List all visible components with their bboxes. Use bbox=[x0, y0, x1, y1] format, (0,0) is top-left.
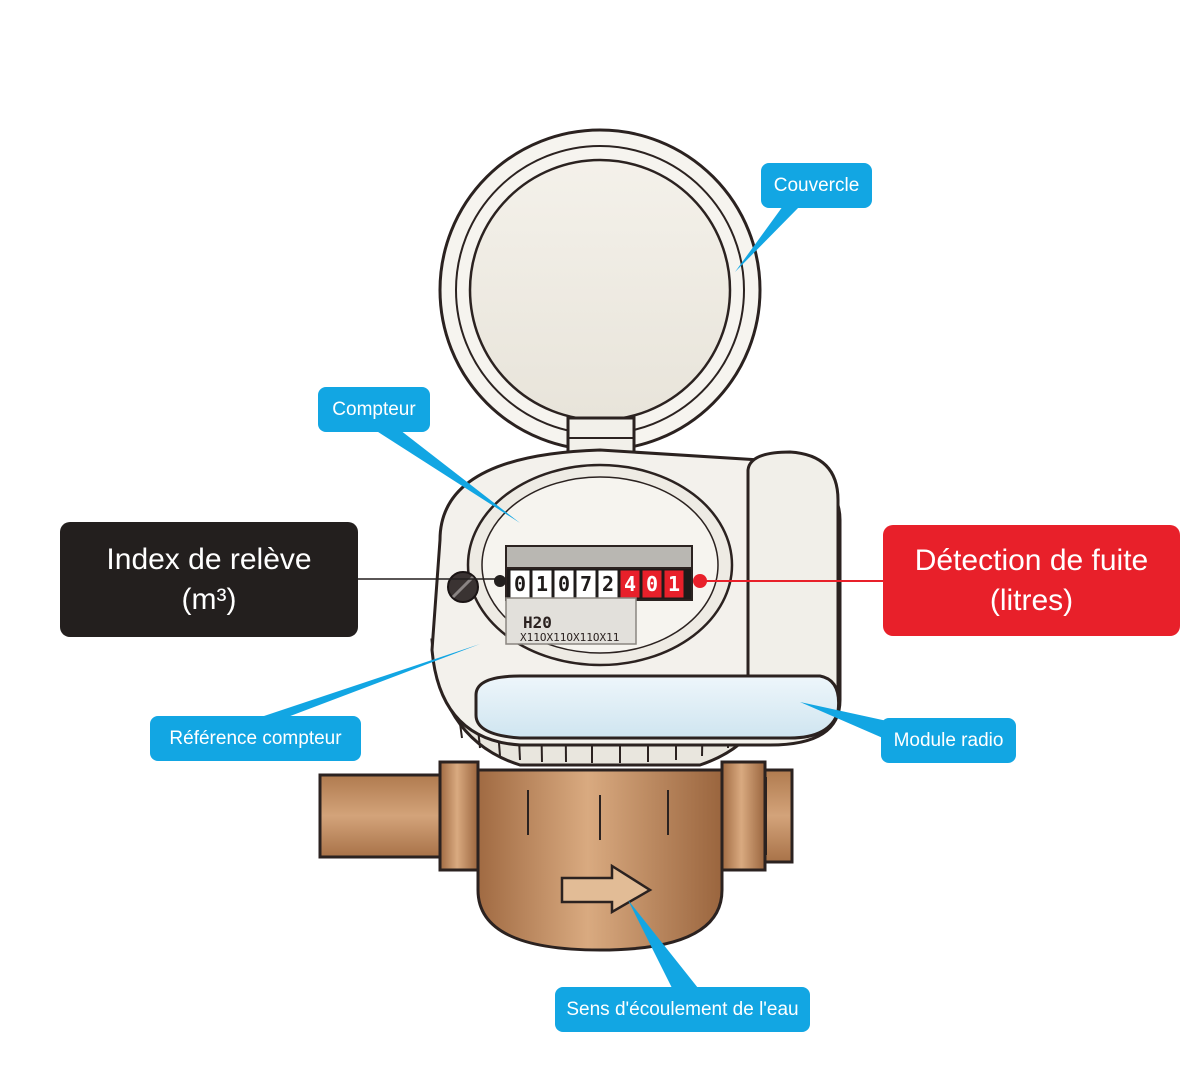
fuite-line2: (litres) bbox=[989, 583, 1074, 617]
label-couvercle: Couvercle bbox=[761, 163, 872, 208]
connector-lines bbox=[358, 574, 884, 588]
leader-sens bbox=[628, 900, 698, 988]
digit-value: 1 bbox=[536, 572, 548, 596]
label-reference-compteur: Référence compteur bbox=[150, 716, 361, 761]
fuite-line1: Détection de fuite bbox=[914, 543, 1149, 577]
leader-couvercle bbox=[735, 206, 800, 272]
index-line2: (m³) bbox=[181, 582, 237, 616]
callout-leaders bbox=[258, 206, 892, 988]
index-de-releve-box: Index de relève (m³) bbox=[60, 522, 358, 637]
meter-serial: X11OX11OX11OX11 bbox=[520, 631, 619, 644]
label-module-radio: Module radio bbox=[881, 718, 1016, 763]
digit-value: 0 bbox=[514, 572, 526, 596]
digit-cell bbox=[663, 569, 685, 599]
label-compteur: Compteur bbox=[318, 387, 430, 432]
lid bbox=[438, 128, 762, 458]
digit-value: 2 bbox=[602, 572, 614, 596]
detection-de-fuite-box: Détection de fuite (litres) bbox=[883, 525, 1180, 636]
flow-arrow-icon bbox=[560, 863, 653, 915]
digit-value: 0 bbox=[646, 572, 658, 596]
digit-value: 1 bbox=[668, 572, 680, 596]
leader-module-radio bbox=[800, 702, 892, 742]
digit-value: 4 bbox=[624, 572, 636, 596]
digit-value: 0 bbox=[558, 572, 570, 596]
digit-cell bbox=[641, 569, 663, 599]
digit-value: 7 bbox=[580, 572, 592, 596]
leader-reference bbox=[258, 644, 480, 718]
meter-body bbox=[438, 760, 767, 952]
label-sens-ecoulement: Sens d'écoulement de l'eau bbox=[555, 987, 810, 1032]
index-line1: Index de relève bbox=[106, 542, 312, 576]
leader-compteur bbox=[375, 430, 520, 523]
meter-brand: H20 bbox=[523, 613, 552, 632]
